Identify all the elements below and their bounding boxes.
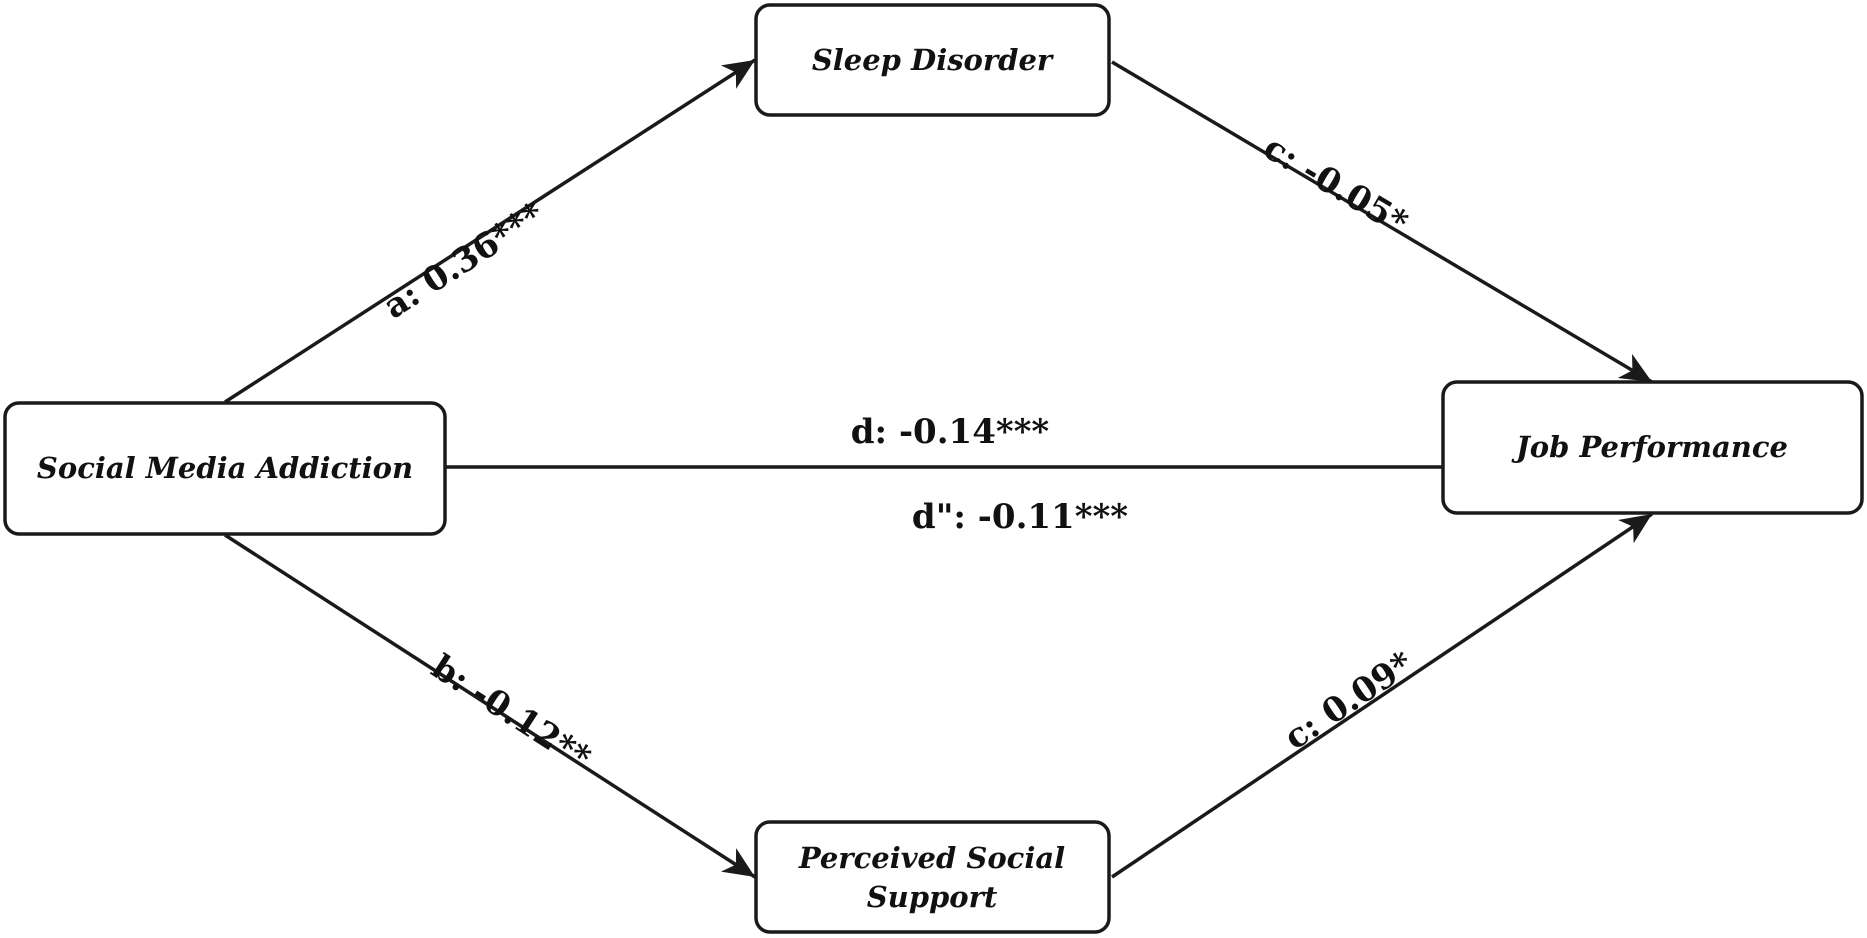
path-d-prime-label: d": -0.11***	[912, 497, 1128, 537]
node-sleep-disorder-label: Sleep Disorder	[812, 43, 1055, 77]
path-d-label: d: -0.14***	[851, 412, 1050, 452]
path-c-bottom-label: c: 0.09*	[1277, 644, 1420, 759]
node-perceived-social-support: Perceived Social Support	[754, 820, 1111, 934]
path-a-arrow	[224, 58, 756, 404]
path-a-label: a: 0.36***	[376, 194, 551, 327]
path-c-bottom-arrow	[1111, 512, 1653, 879]
node-job-performance-label: Job Performance	[1511, 430, 1788, 464]
node-perceived-social-support-label-line1: Perceived Social	[798, 841, 1065, 875]
path-b-label: b: -0.12**	[424, 647, 598, 779]
node-social-media-addiction-label: Social Media Addiction	[37, 451, 413, 485]
path-b-arrow	[224, 533, 756, 879]
path-c-top-label: c: -0.05*	[1257, 128, 1415, 244]
node-sleep-disorder: Sleep Disorder	[754, 3, 1111, 117]
node-job-performance: Job Performance	[1441, 380, 1864, 515]
node-perceived-social-support-label-line2: Support	[867, 880, 998, 914]
path-c-top-arrow	[1111, 60, 1653, 384]
node-social-media-addiction: Social Media Addiction	[3, 401, 447, 536]
